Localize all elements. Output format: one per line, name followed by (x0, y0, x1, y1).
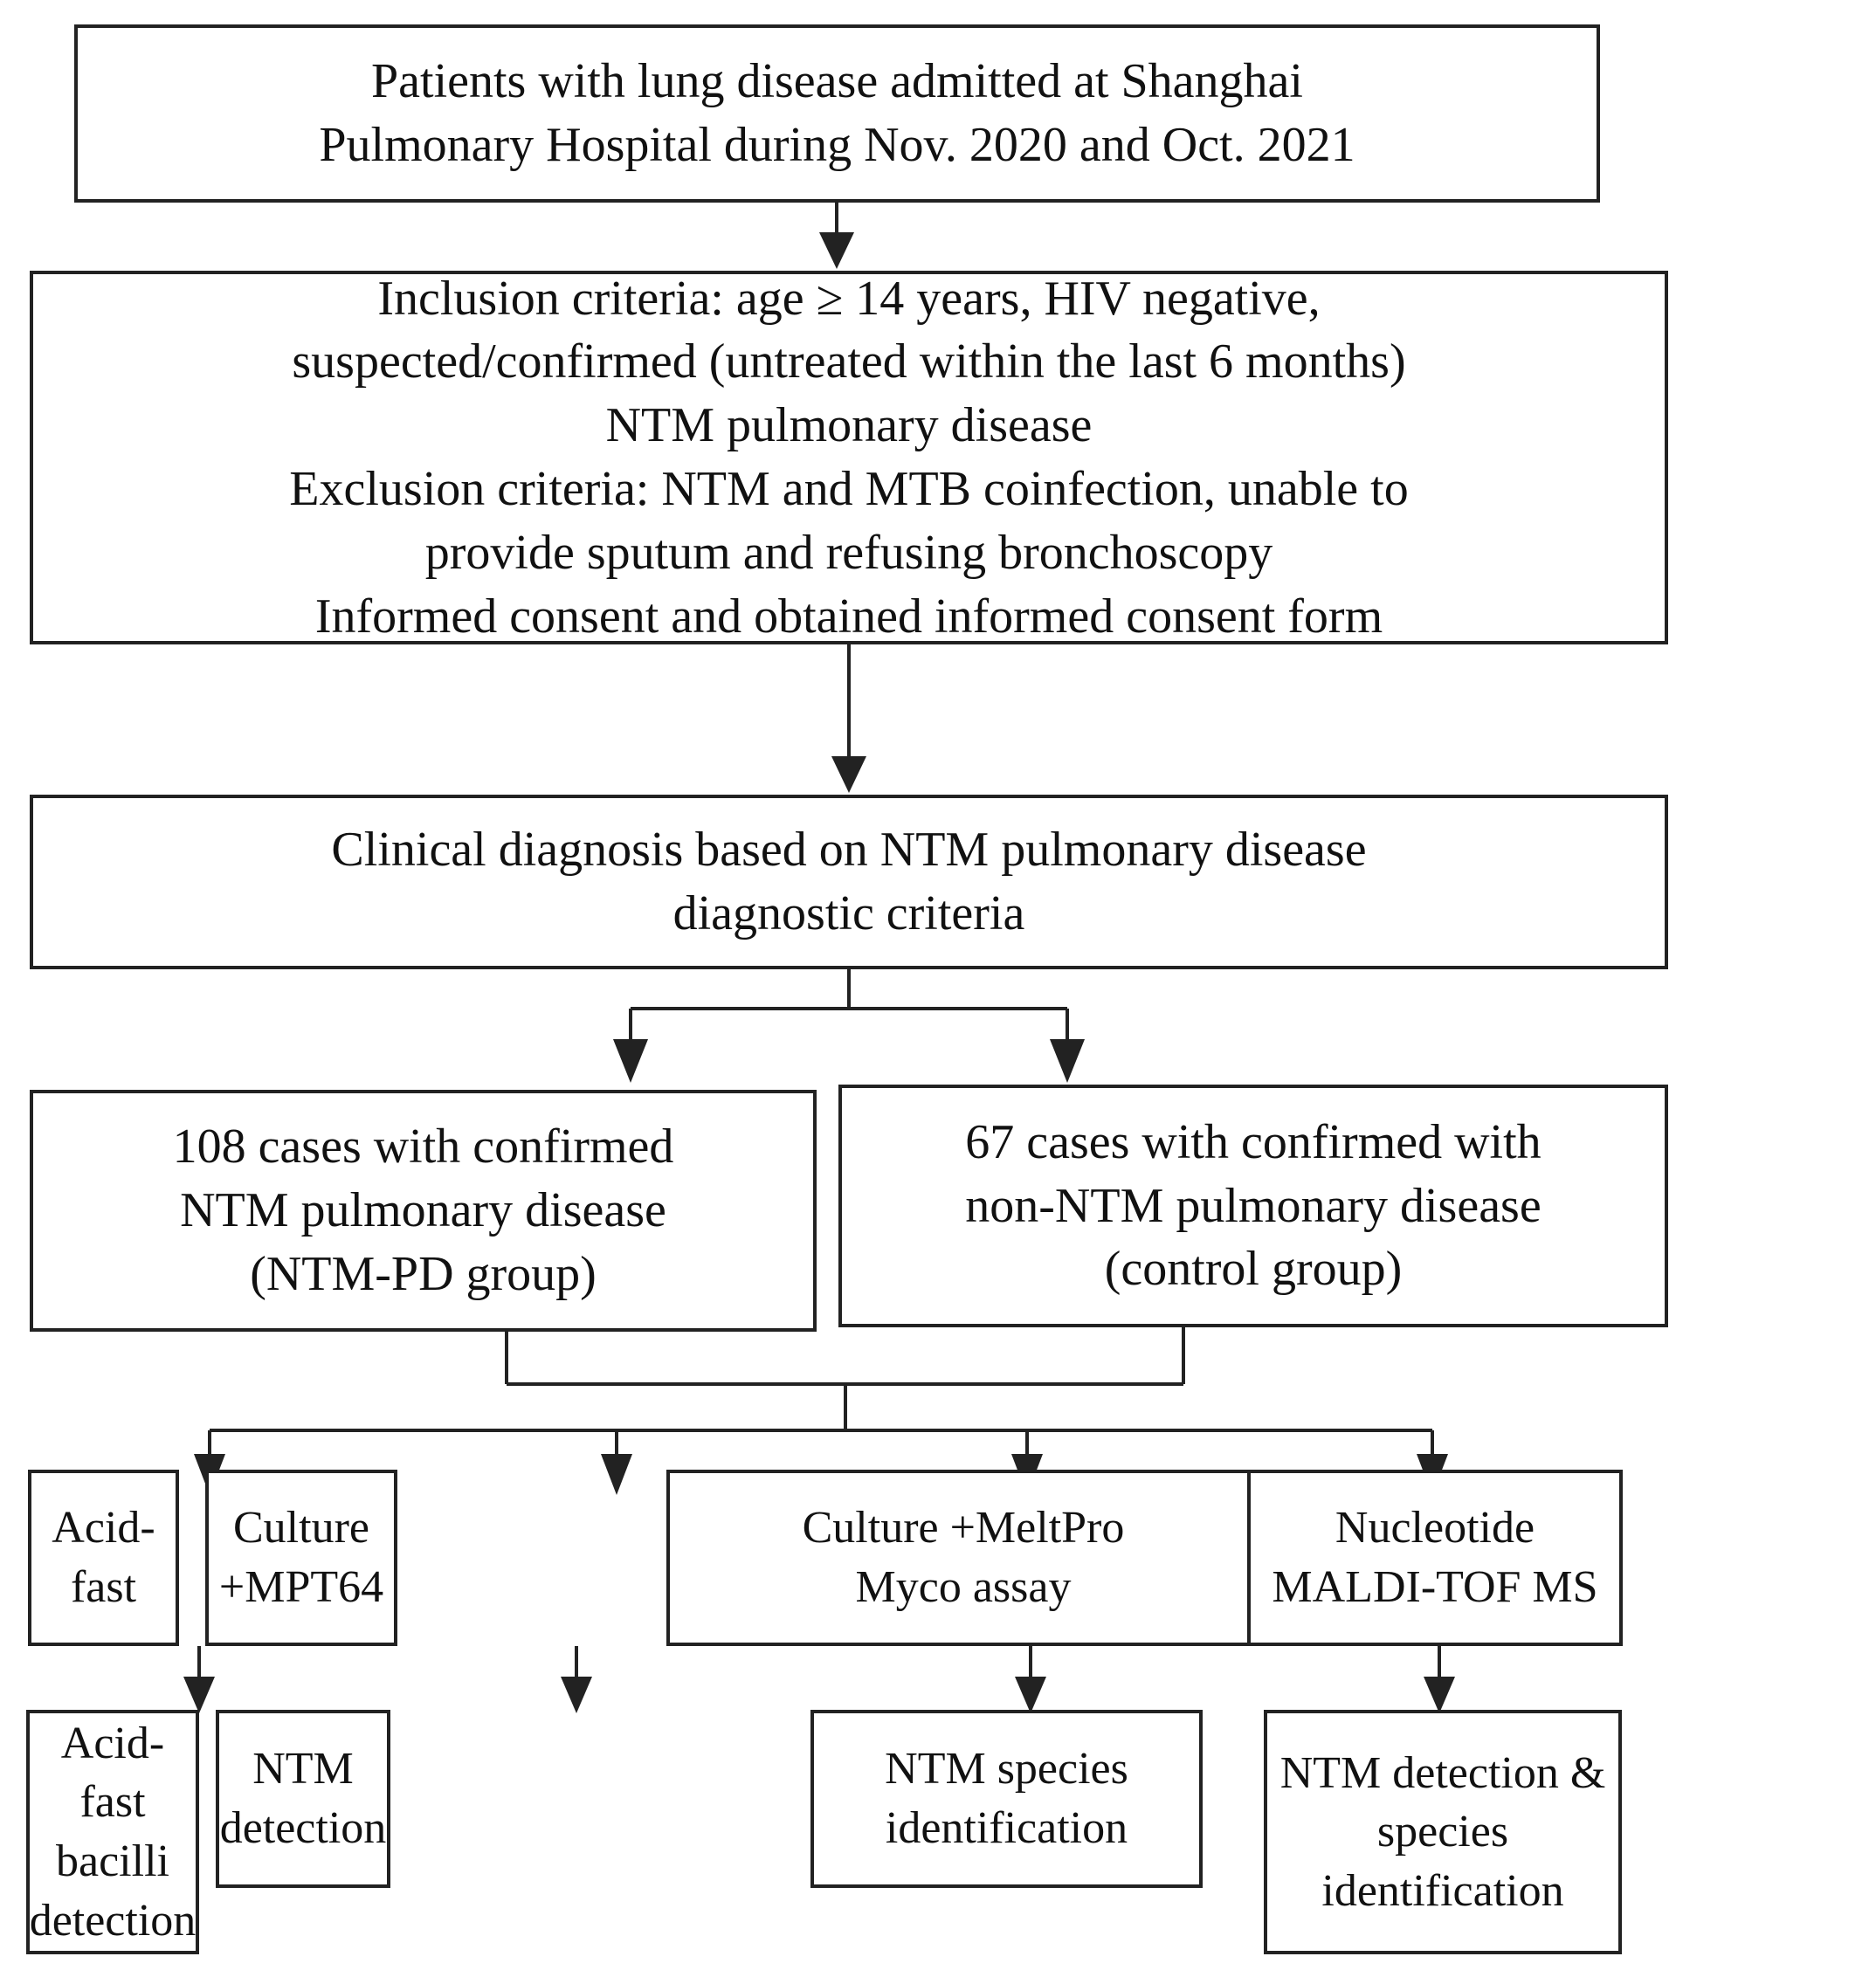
connector-diagnosis-to-groups (613, 969, 1085, 1083)
node-group-ntm-pd: 108 cases with confirmed NTM pulmonary d… (30, 1090, 817, 1332)
connector-method4-to-result4 (1424, 1646, 1455, 1713)
node-result-ntm-detection-species-identification: NTM detection & species identification (1264, 1710, 1622, 1954)
node-cohort: Patients with lung disease admitted at S… (74, 24, 1600, 203)
node-method-acid-fast: Acid- fast (28, 1470, 179, 1646)
node-result-acid-fast-bacilli-detection: Acid-fast bacilli detection (26, 1710, 199, 1954)
connector-cohort-to-criteria (819, 203, 854, 269)
connector-criteria-to-diagnosis (831, 644, 866, 793)
node-method-culture-mpt64: Culture +MPT64 (205, 1470, 397, 1646)
connector-method2-to-result2 (561, 1646, 592, 1713)
node-inclusion-exclusion-criteria: Inclusion criteria: age ≥ 14 years, HIV … (30, 271, 1668, 644)
node-group-control: 67 cases with confirmed with non-NTM pul… (838, 1085, 1668, 1327)
node-clinical-diagnosis: Clinical diagnosis based on NTM pulmonar… (30, 795, 1668, 969)
node-method-nucleotide-maldi-tof: Nucleotide MALDI-TOF MS (1247, 1470, 1623, 1646)
node-result-ntm-species-identification: NTM species identification (810, 1710, 1203, 1888)
node-result-ntm-detection: NTM detection (216, 1710, 390, 1888)
node-method-culture-meltpro: Culture +MeltPro Myco assay (666, 1470, 1260, 1646)
connector-method3-to-result3 (1015, 1646, 1046, 1713)
connector-method1-to-result1 (183, 1646, 215, 1713)
